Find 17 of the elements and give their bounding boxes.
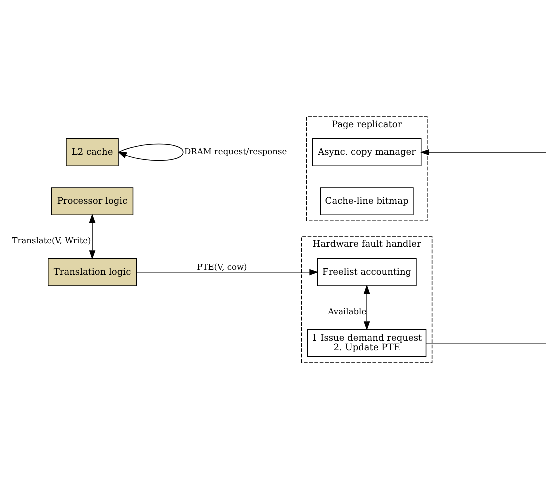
node-box: Async. copy manager <box>312 138 422 166</box>
node-box: Cache-line bitmap <box>320 188 414 216</box>
connector <box>426 342 547 344</box>
arrow <box>89 214 96 260</box>
arrow <box>118 144 184 162</box>
arrow <box>420 149 547 156</box>
edge-label: DRAM request/response <box>184 146 288 157</box>
arrow <box>364 284 370 331</box>
node-box: L2 cache <box>66 138 119 166</box>
arrow <box>136 269 319 276</box>
edge-label: Translate(V, Write) <box>12 235 92 246</box>
edge-label: PTE(V, cow) <box>197 262 248 272</box>
node-box: Translation logic <box>48 258 137 286</box>
node-box: Freelist accounting <box>317 258 417 286</box>
node-box: Processor logic <box>51 188 134 216</box>
edge-label: Available <box>328 306 367 316</box>
node-box: 1 Issue demand request 2. Update PTE <box>307 329 427 358</box>
